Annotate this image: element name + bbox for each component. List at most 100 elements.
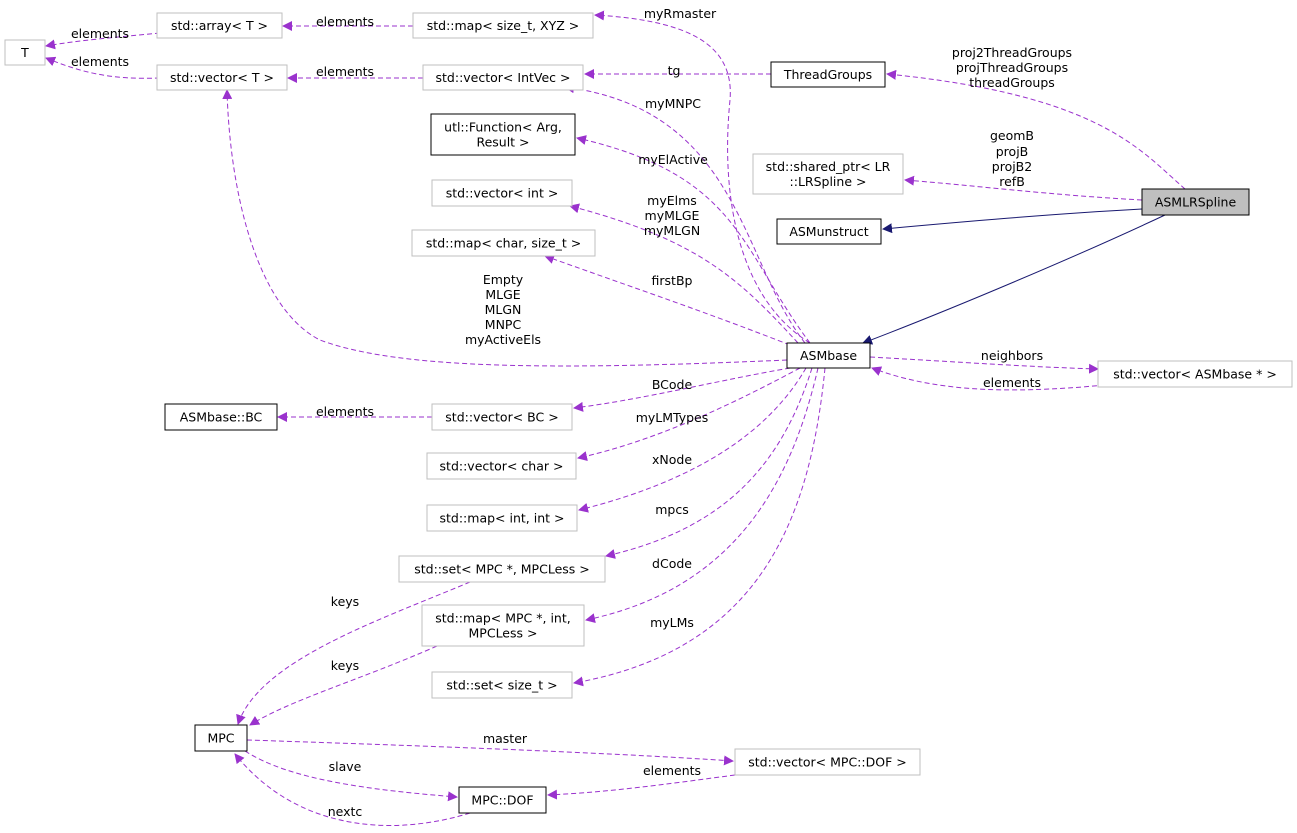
node-std-set-size-t[interactable]: std::set< size_t >	[431, 671, 573, 699]
node-mpc-dof[interactable]: MPC::DOF	[458, 786, 547, 814]
edge-active-els	[222, 89, 788, 367]
node-box	[734, 748, 921, 776]
node-std-vector-intvec[interactable]: std::vector< IntVec >	[422, 64, 584, 91]
node-box	[4, 39, 46, 66]
edge-vector-T-elements	[45, 56, 161, 79]
edge-myLMs	[573, 367, 826, 687]
node-box	[398, 555, 606, 583]
node-box	[422, 64, 584, 91]
node-asmbase[interactable]: ASMbase	[786, 342, 871, 369]
edge-mpcs	[605, 367, 813, 559]
edge-label-map-keys: keys	[331, 658, 359, 673]
node-box	[431, 671, 573, 699]
edge-lr-splines	[904, 175, 1143, 201]
node-box	[421, 604, 585, 647]
node-box	[1097, 360, 1293, 388]
edge-label-dof-elements: elements	[643, 763, 701, 778]
edge-master	[246, 739, 734, 766]
node-box	[431, 179, 573, 207]
edge-label-vector-T-elements: elements	[71, 54, 129, 69]
edge-array-T-elements	[45, 32, 161, 50]
edge-label-lr-splines: refB	[999, 174, 1025, 189]
edge-label-lr-splines: projB2	[992, 159, 1032, 174]
edge-label-slave: slave	[329, 759, 362, 774]
edge-label-active-els: MLGN	[485, 302, 522, 317]
edge-map-keys	[249, 645, 438, 726]
edge-label-bc-elements: elements	[316, 404, 374, 419]
edge-dof-elements	[547, 774, 736, 800]
node-std-vector-t[interactable]: std::vector< T >	[156, 64, 288, 91]
node-threadgroups[interactable]: ThreadGroups	[770, 61, 886, 88]
node-std-map-int-int[interactable]: std::map< int, int >	[426, 504, 578, 532]
node-std-array-t[interactable]: std::array< T >	[156, 12, 283, 39]
node-box	[1141, 188, 1250, 216]
edge-label-thread-groups: projThreadGroups	[956, 60, 1068, 75]
node-std-vector-mpc-dof[interactable]: std::vector< MPC::DOF >	[734, 748, 921, 776]
edge-label-lr-splines: geomB	[990, 128, 1034, 143]
edge-label-active-els: MLGE	[485, 287, 520, 302]
node-box	[412, 12, 594, 39]
node-shared-ptr-lrspline[interactable]: std::shared_ptr< LR::LRSpline >	[752, 153, 904, 195]
node-mpc[interactable]: MPC	[194, 724, 248, 752]
node-label: std::map< int, int >	[440, 511, 565, 526]
node-label: MPCLess >	[469, 626, 538, 641]
node-label: std::array< T >	[171, 18, 268, 33]
node-asmlrspline: ASMLRSpline	[1141, 188, 1250, 216]
node-label: std::vector< int >	[446, 186, 559, 201]
node-label: std::vector< MPC::DOF >	[748, 755, 906, 770]
node-std-vector-char[interactable]: std::vector< char >	[426, 452, 577, 480]
node-std-vector-asmbase-ptr[interactable]: std::vector< ASMbase * >	[1097, 360, 1293, 388]
node-label: MPC	[207, 731, 234, 746]
node-label: ASMbase::BC	[180, 410, 263, 425]
edge-firstBp	[544, 254, 791, 346]
edge-label-myRmaster: myRmaster	[644, 6, 717, 21]
node-asmbase-bc[interactable]: ASMbase::BC	[164, 403, 278, 431]
node-box	[164, 403, 278, 431]
edge-label-my-elms: myMLGE	[645, 208, 700, 223]
edge-myLMTypes	[577, 367, 801, 461]
edge-label-array-T-elements: elements	[71, 26, 129, 41]
edge-myMNPC	[564, 83, 806, 344]
node-label: ASMunstruct	[789, 224, 868, 239]
node-label: std::vector< char >	[440, 459, 564, 474]
node-utl-function[interactable]: utl::Function< Arg,Result >	[430, 113, 576, 156]
node-asmunstruct[interactable]: ASMunstruct	[776, 218, 882, 245]
edge-label-dCode: dCode	[652, 556, 692, 571]
node-std-map-size-t-xyz[interactable]: std::map< size_t, XYZ >	[412, 12, 594, 39]
edge-dCode	[585, 367, 819, 624]
node-box	[776, 218, 882, 245]
edge-label-master: master	[483, 731, 528, 746]
edge-label-nextc: nextc	[328, 804, 363, 819]
edge-label-my-elms: myElms	[647, 193, 697, 208]
edge-label-myLMs: myLMs	[650, 615, 694, 630]
node-std-map-char-size-t[interactable]: std::map< char, size_t >	[411, 229, 596, 257]
edge-label-asmbase-vec-elements: elements	[983, 375, 1041, 390]
node-box	[786, 342, 871, 369]
node-label: std::set< MPC *, MPCLess >	[414, 562, 590, 577]
node-label: std::vector< IntVec >	[436, 70, 571, 85]
edge-label-set-keys: keys	[331, 594, 359, 609]
inherit-asmbase-edge	[862, 214, 1166, 345]
edge-thread-groups	[886, 69, 1186, 190]
node-std-set-mpc-ptr[interactable]: std::set< MPC *, MPCLess >	[398, 555, 606, 583]
node-label: std::map< char, size_t >	[426, 236, 581, 251]
edge-nextc	[234, 753, 471, 826]
edge-label-vector-IntVec-elements: elements	[316, 64, 374, 79]
node-std-vector-int[interactable]: std::vector< int >	[431, 179, 573, 207]
node-box	[770, 61, 886, 88]
node-label: ThreadGroups	[783, 67, 872, 82]
node-box	[458, 786, 547, 814]
node-label: T	[20, 45, 29, 60]
node-label: ASMbase	[800, 348, 857, 363]
edge-asmbase-vec-elements	[871, 366, 1106, 391]
node-std-vector-bc[interactable]: std::vector< BC >	[431, 403, 573, 431]
edge-set-keys	[236, 581, 471, 725]
edge-myRmaster	[594, 10, 811, 344]
node-std-map-mpc-ptr-int[interactable]: std::map< MPC *, int,MPCLess >	[421, 604, 585, 647]
node-label: std::map< MPC *, int,	[435, 611, 570, 626]
node-label: utl::Function< Arg,	[444, 120, 562, 135]
edge-label-neighbors: neighbors	[981, 348, 1043, 363]
node-t[interactable]: T	[4, 39, 46, 66]
edge-label-myElActive: myElActive	[638, 152, 708, 167]
